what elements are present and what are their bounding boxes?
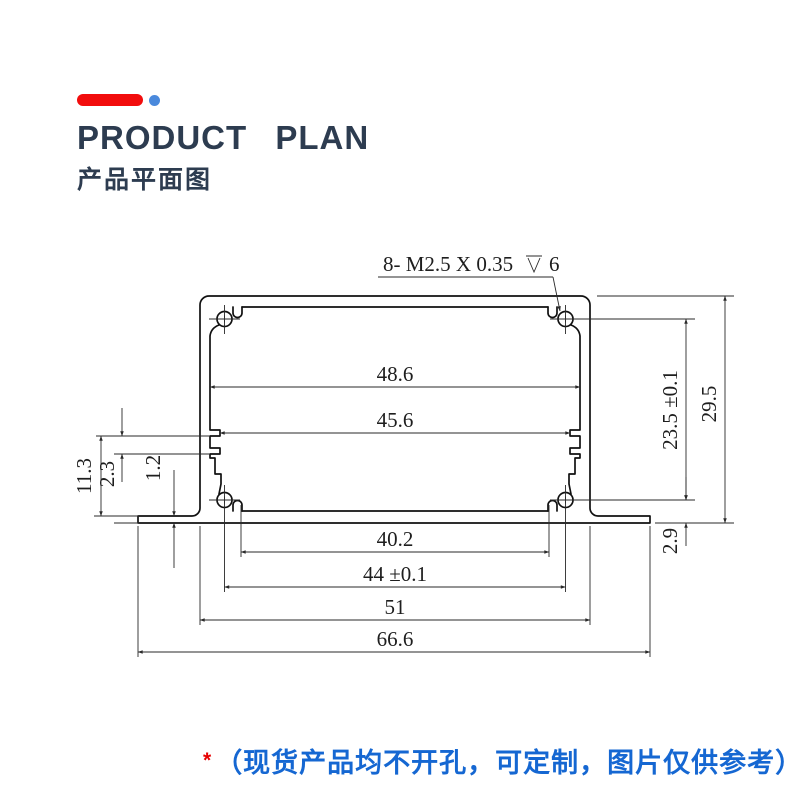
dim-inner-width-top: 48.6 bbox=[377, 362, 414, 386]
dim-flange-thickness: 1.2 bbox=[141, 455, 165, 481]
extension-lines bbox=[94, 295, 734, 657]
thread-callout-depth-value: 6 bbox=[549, 252, 560, 276]
left-inner-wall bbox=[209, 324, 222, 495]
depth-symbol-icon bbox=[526, 255, 542, 274]
thread-callout: 8- M2.5 X 0.35 6 bbox=[378, 252, 561, 312]
boss-hook-top-right bbox=[547, 306, 558, 319]
page-subtitle: 产品平面图 bbox=[77, 165, 213, 194]
outer-profile bbox=[137, 295, 651, 524]
dimension-labels: 48.6 45.6 40.2 44 ±0.1 51 66.6 11.3 2.3 … bbox=[72, 362, 721, 651]
boss-hook-bottom-left bbox=[232, 499, 243, 512]
callout-leader bbox=[552, 276, 561, 312]
page-title: PRODUCT PLAN bbox=[77, 119, 370, 156]
dim-outer-width: 51 bbox=[385, 595, 406, 619]
dimension-lines bbox=[99, 295, 727, 654]
dim-total-height: 29.5 bbox=[697, 386, 721, 423]
page-header: PRODUCT PLAN 产品平面图 bbox=[77, 93, 369, 196]
blue-accent-dot bbox=[149, 94, 160, 106]
dim-hook-span: 40.2 bbox=[377, 527, 414, 551]
dim-hole-height: 23.5 ±0.1 bbox=[658, 370, 682, 450]
accent-row bbox=[77, 93, 369, 107]
footer-note-text: （现货产品均不开孔，可定制，图片仅供参考） bbox=[215, 748, 800, 778]
right-inner-wall bbox=[568, 324, 581, 495]
dim-groove-pitch: 2.3 bbox=[95, 461, 119, 487]
red-accent-bar bbox=[77, 94, 143, 106]
dim-rib-width: 45.6 bbox=[377, 408, 414, 432]
boss-hook-top-left bbox=[232, 306, 243, 319]
dim-hole-span: 44 ±0.1 bbox=[363, 562, 427, 586]
dim-left-height: 11.3 bbox=[72, 458, 96, 494]
required-asterisk: * bbox=[203, 749, 213, 772]
thread-callout-text: 8- M2.5 X 0.35 bbox=[383, 252, 513, 276]
boss-hook-bottom-right bbox=[547, 499, 558, 512]
dim-flange-width: 66.6 bbox=[377, 627, 414, 651]
footer-note: *（现货产品均不开孔，可定制，图片仅供参考） bbox=[203, 741, 800, 780]
dim-flange-drop: 2.9 bbox=[658, 528, 682, 554]
